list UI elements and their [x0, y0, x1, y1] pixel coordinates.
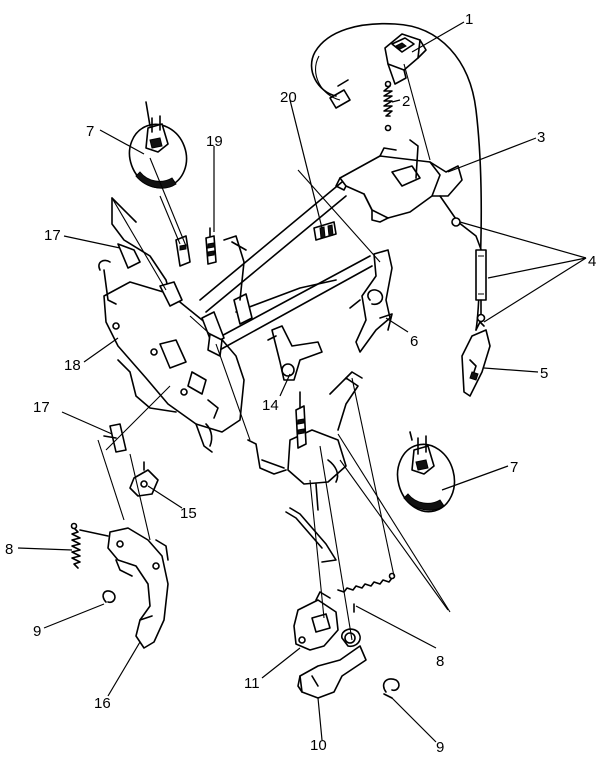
part-4-cable-fittings: [439, 195, 487, 323]
callout-18: 18: [64, 357, 81, 374]
part-10-lever: [297, 628, 367, 699]
center-lever-assembly: [247, 371, 363, 563]
callout-1: 1: [465, 11, 473, 28]
callout-14: 14: [262, 397, 279, 414]
callout-5: 5: [540, 365, 548, 382]
callout-6: 6: [410, 333, 418, 350]
callout-3: 3: [537, 129, 545, 146]
part-17-lower-pin: [103, 423, 127, 453]
part-1-cable-bracket: [384, 33, 427, 85]
part-9-clip-right: [382, 678, 400, 699]
callout-9-right: 9: [436, 739, 444, 756]
assembly-guide-lines: [97, 63, 451, 641]
callout-19: 19: [206, 133, 223, 150]
callout-4: 4: [588, 253, 596, 270]
callout-17-lower: 17: [33, 399, 50, 416]
callout-20: 20: [280, 89, 297, 106]
callout-9-left: 9: [33, 623, 41, 640]
leader-lines: [17, 21, 587, 743]
part-7-pulley-upper: [128, 101, 188, 189]
part-11-latch-plate: [293, 591, 339, 651]
part-5-connector: [461, 321, 491, 397]
part-16-arm: [107, 527, 169, 649]
callout-8-left: 8: [5, 541, 13, 558]
callout-7-upper: 7: [86, 123, 94, 140]
part-6-latch: [349, 249, 393, 353]
part-8-spring-right: [337, 572, 396, 613]
part-9-clip-left: [102, 590, 116, 604]
callout-labels: 1 2 3 4 5 6 7 7 8 8 9 9 10 11 14 15 16 1…: [5, 11, 596, 756]
part-15-clip: [129, 461, 159, 497]
callout-7-lower: 7: [510, 459, 518, 476]
callout-8-right: 8: [436, 653, 444, 670]
callout-2: 2: [402, 93, 410, 110]
callout-15: 15: [180, 505, 197, 522]
callout-17-upper: 17: [44, 227, 61, 244]
part-3-lever-bracket: [335, 139, 463, 223]
callout-16: 16: [94, 695, 111, 712]
part-8-spring-left: [70, 522, 109, 569]
callout-11: 11: [244, 675, 260, 692]
part-19-pin: [205, 227, 217, 265]
part-7-pulley-lower: [396, 431, 456, 513]
part-18-main-frame: [98, 197, 245, 453]
part-14-bell-crank: [267, 325, 323, 381]
part-2-spring: [383, 80, 393, 132]
callout-10: 10: [310, 737, 327, 754]
linkage-rods: [199, 181, 373, 357]
